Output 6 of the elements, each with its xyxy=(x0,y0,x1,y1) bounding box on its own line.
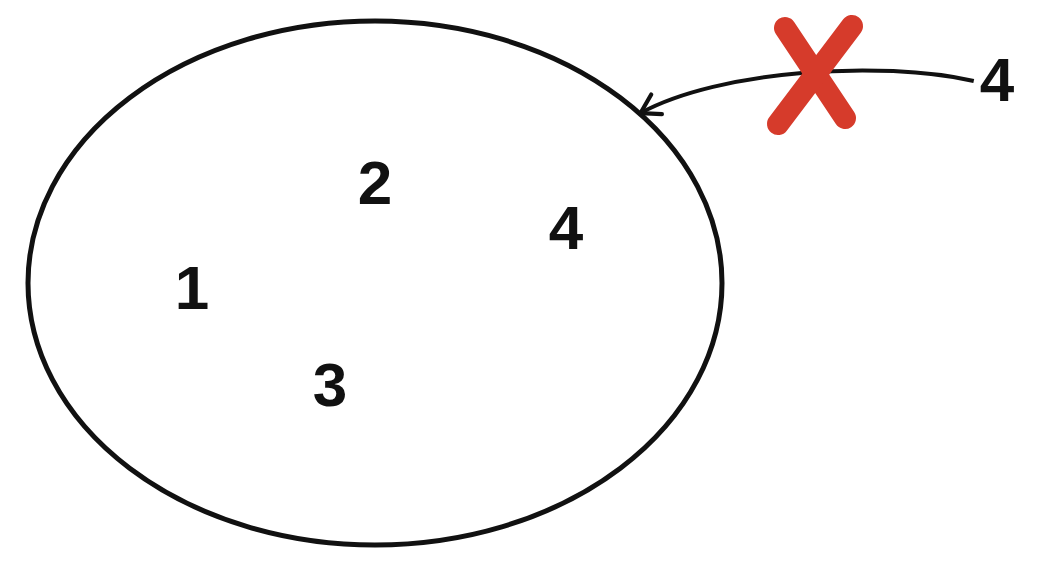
arrow xyxy=(638,68,975,118)
number-label: 4 xyxy=(979,49,1015,111)
number-label: 3 xyxy=(312,354,348,416)
number-label: 2 xyxy=(357,152,393,214)
number-label: 1 xyxy=(174,257,210,319)
number-label: 4 xyxy=(548,197,584,259)
